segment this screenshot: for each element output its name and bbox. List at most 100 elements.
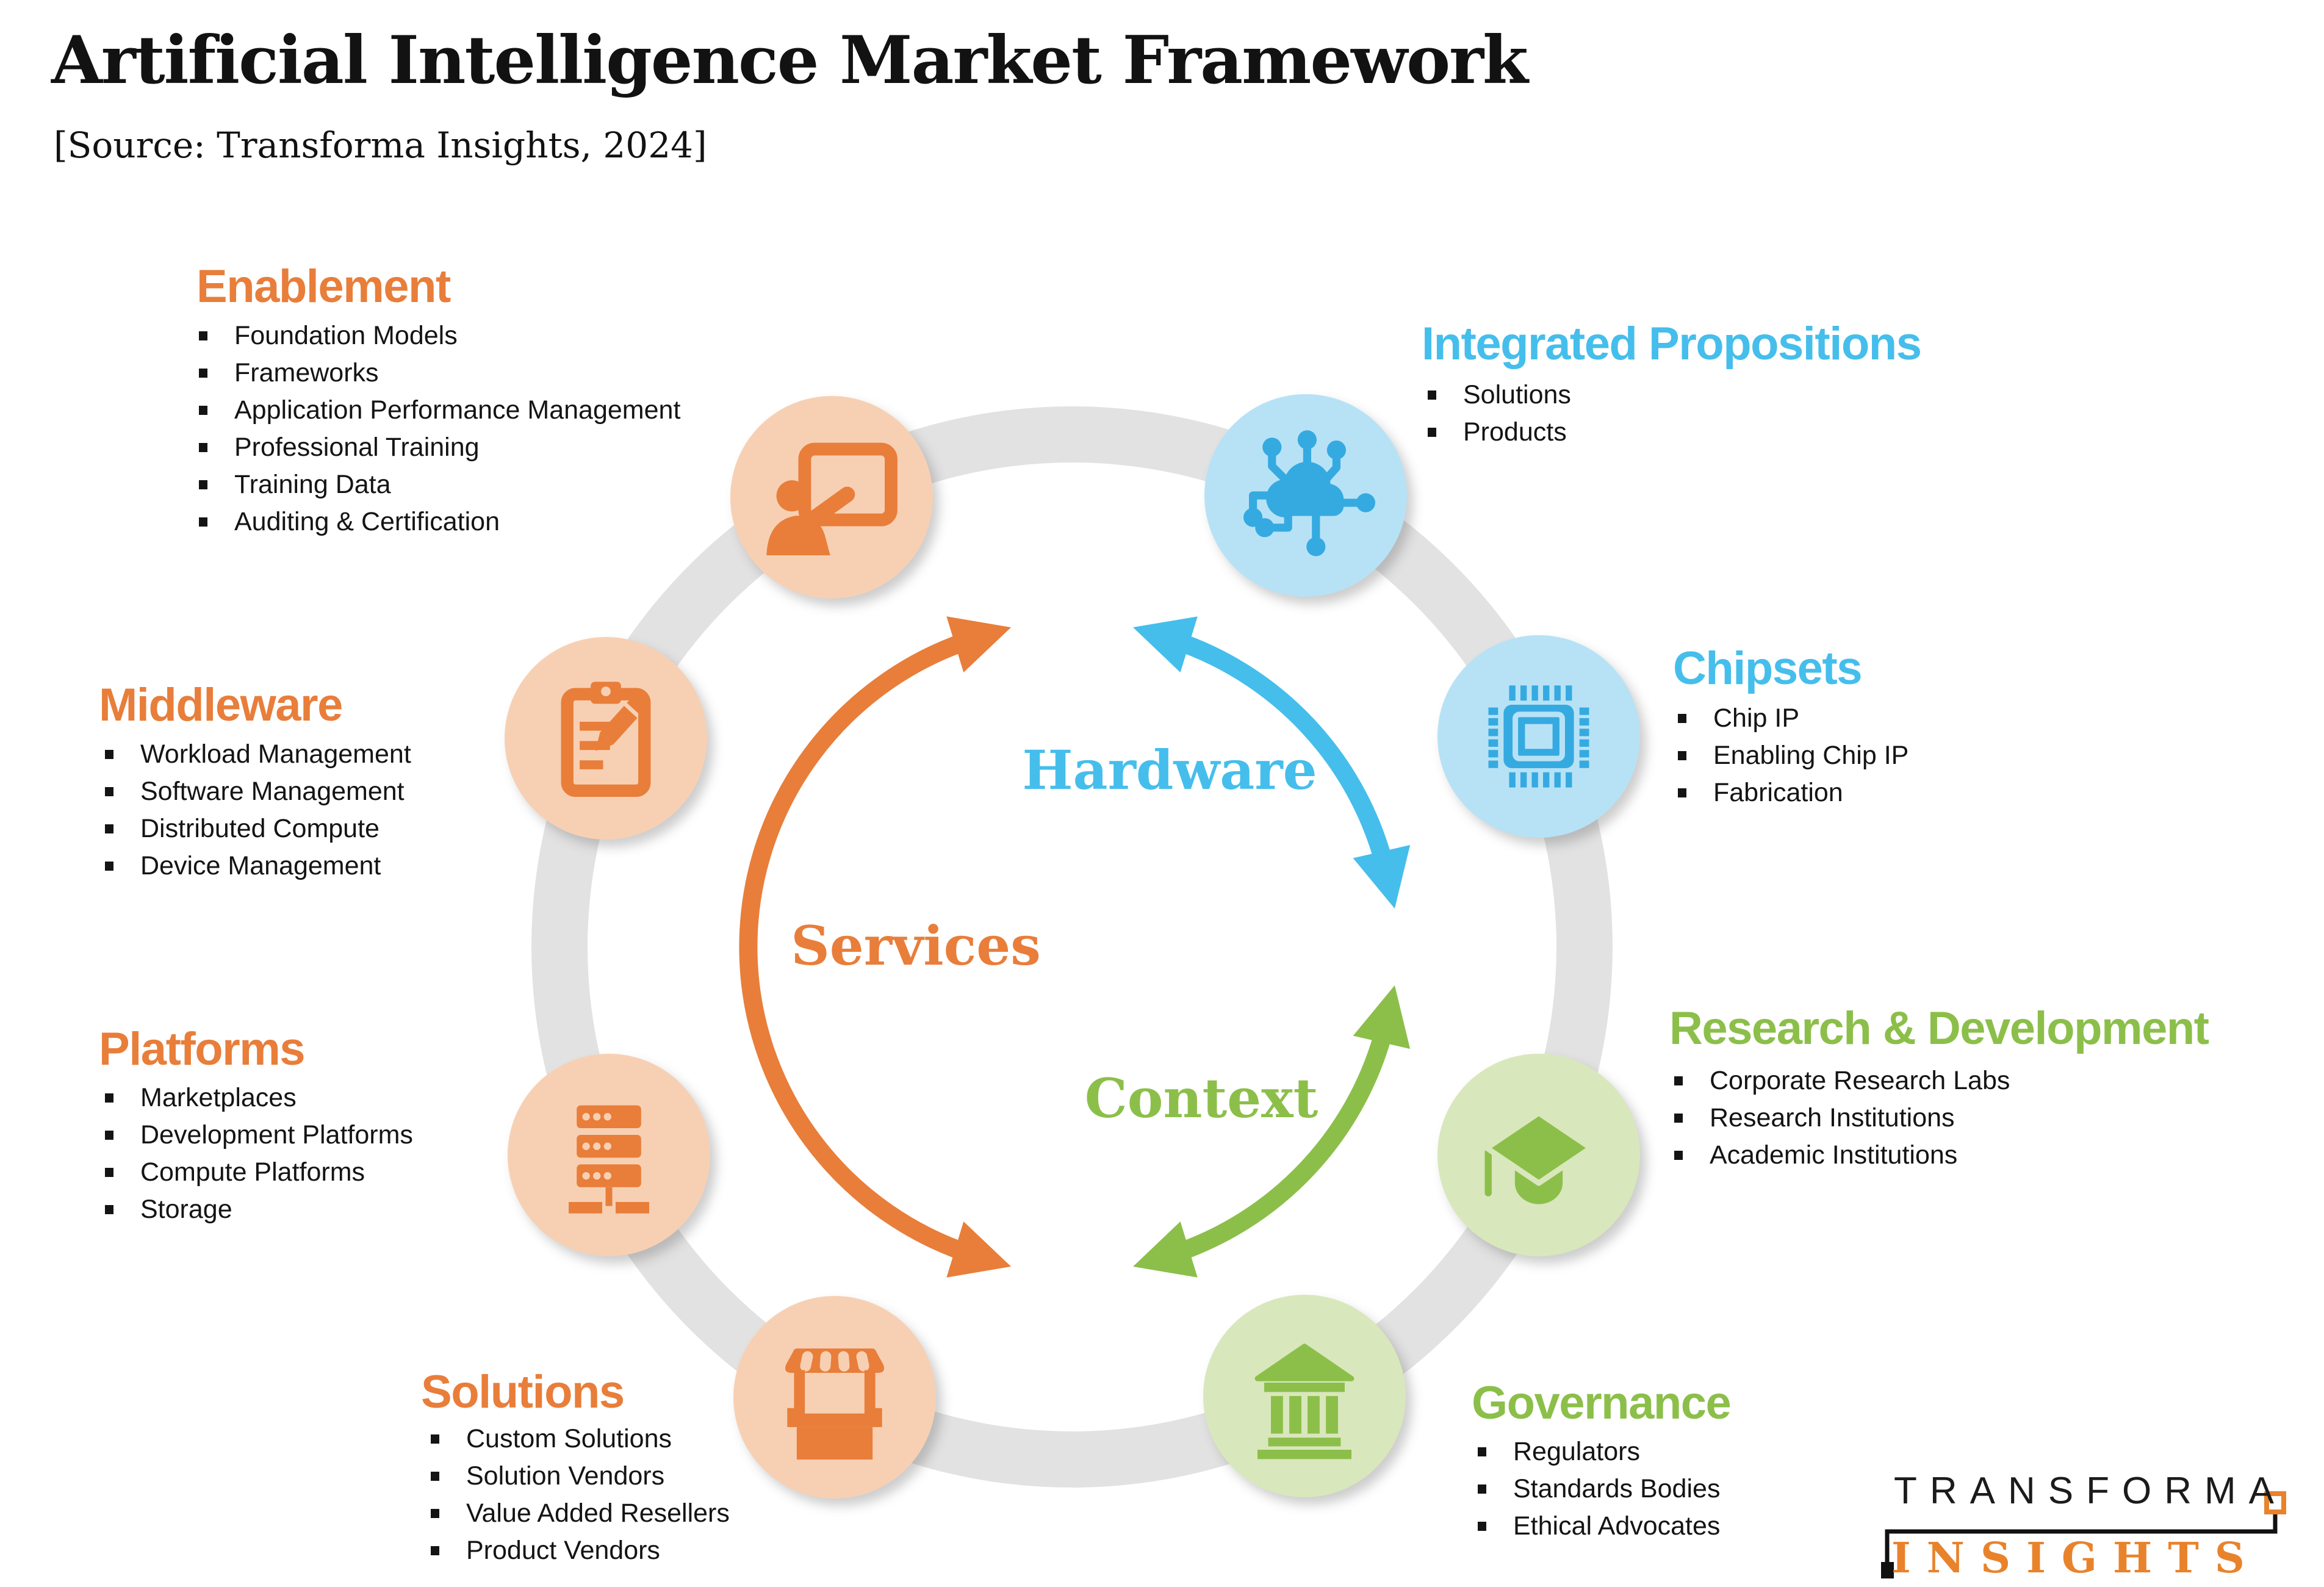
list-item-text: Academic Institutions bbox=[1710, 1140, 1958, 1170]
bullet-square-icon bbox=[1478, 1484, 1486, 1494]
bullet-square-icon bbox=[431, 1509, 439, 1518]
list-item-text: Enabling Chip IP bbox=[1713, 741, 1909, 770]
bullet-square-icon bbox=[1428, 428, 1436, 437]
list-item: Workload Management bbox=[105, 736, 411, 773]
bullet-square-icon bbox=[431, 1434, 439, 1444]
list-item: Solution Vendors bbox=[431, 1458, 730, 1495]
bullet-square-icon bbox=[199, 406, 207, 415]
list-item-text: Workload Management bbox=[140, 740, 411, 769]
section-title-platforms: Platforms bbox=[99, 1023, 306, 1075]
chipsets-node bbox=[1437, 635, 1640, 838]
bullet-square-icon bbox=[431, 1546, 439, 1555]
list-item: Research Institutions bbox=[1674, 1099, 2209, 1137]
list-item: Auditing & Certification bbox=[199, 503, 680, 541]
bullet-square-icon bbox=[105, 862, 113, 871]
list-item-text: Training Data bbox=[234, 470, 391, 499]
cloud-network-icon bbox=[1243, 430, 1375, 556]
market-stall-icon bbox=[785, 1348, 885, 1460]
chip-icon bbox=[1488, 685, 1589, 788]
list-item: Corporate Research Labs bbox=[1674, 1062, 2209, 1099]
bullet-square-icon bbox=[105, 1205, 113, 1214]
bullet-square-icon bbox=[1478, 1447, 1486, 1456]
bullet-square-icon bbox=[1678, 751, 1686, 760]
bullet-square-icon bbox=[1428, 390, 1436, 400]
section-title-solutions: Solutions bbox=[421, 1366, 625, 1418]
list-item: Ethical Advocates bbox=[1478, 1508, 1730, 1545]
list-item: Professional Training bbox=[199, 429, 680, 466]
bullet-square-icon bbox=[105, 1131, 113, 1140]
list-item-text: Regulators bbox=[1513, 1437, 1640, 1466]
list-item-text: Product Vendors bbox=[466, 1536, 660, 1565]
list-item-text: Storage bbox=[140, 1195, 232, 1224]
list-item-text: Products bbox=[1463, 417, 1567, 447]
list-item-text: Compute Platforms bbox=[140, 1157, 365, 1187]
logo-connector-line bbox=[1881, 1491, 2286, 1578]
list-item: Distributed Compute bbox=[105, 810, 411, 847]
list-item: Academic Institutions bbox=[1674, 1137, 2209, 1174]
graduation-cap-icon bbox=[1484, 1110, 1594, 1204]
bullet-square-icon bbox=[105, 750, 113, 759]
section-title-middleware: Middleware bbox=[99, 679, 343, 731]
list-item-text: Standards Bodies bbox=[1513, 1474, 1721, 1503]
list-item: Frameworks bbox=[199, 354, 680, 392]
bullet-square-icon bbox=[105, 1093, 113, 1103]
context-cycle-arrow bbox=[1132, 985, 1411, 1278]
section-title-research-development: Research & Development bbox=[1669, 1002, 2209, 1054]
list-item-text: Development Platforms bbox=[140, 1120, 413, 1150]
list-item-text: Solutions bbox=[1463, 380, 1571, 409]
list-item-text: Chip IP bbox=[1713, 704, 1800, 733]
list-item: Training Data bbox=[199, 466, 680, 503]
list-item: Device Management bbox=[105, 847, 411, 885]
bullet-square-icon bbox=[1678, 714, 1686, 723]
list-item: Software Management bbox=[105, 773, 411, 810]
section-title-enablement: Enablement bbox=[196, 261, 451, 312]
list-item-text: Fabrication bbox=[1713, 778, 1843, 807]
clipboard-pencil-icon bbox=[561, 682, 651, 797]
bullet-square-icon bbox=[199, 331, 207, 340]
section-research-development: Research & Development Corporate Researc… bbox=[1669, 1006, 2209, 1174]
list-item: Product Vendors bbox=[431, 1532, 730, 1569]
logo-insights-text: INSIGHTS bbox=[1891, 1534, 2261, 1583]
list-item-text: Device Management bbox=[140, 851, 381, 880]
list-item-text: Application Performance Management bbox=[234, 395, 681, 425]
cycle-ring bbox=[531, 406, 1613, 1488]
list-item: Custom Solutions bbox=[431, 1420, 730, 1458]
list-item-text: Frameworks bbox=[234, 358, 379, 387]
list-item: Compute Platforms bbox=[105, 1154, 413, 1191]
list-item-text: Solution Vendors bbox=[466, 1461, 665, 1491]
hardware-cycle-arrow bbox=[1132, 616, 1411, 909]
list-item-text: Ethical Advocates bbox=[1513, 1511, 1721, 1541]
bullet-square-icon bbox=[199, 443, 207, 452]
list-item-text: Auditing & Certification bbox=[234, 507, 500, 536]
bullet-square-icon bbox=[1674, 1076, 1683, 1085]
server-rack-icon bbox=[569, 1105, 649, 1214]
list-item: Products bbox=[1428, 414, 1921, 451]
source-line: [Source: Transforma Insights, 2024] bbox=[54, 124, 707, 166]
list-item: Application Performance Management bbox=[199, 392, 680, 429]
bullet-square-icon bbox=[105, 787, 113, 796]
list-item: Value Added Resellers bbox=[431, 1495, 730, 1532]
list-item: Enabling Chip IP bbox=[1678, 737, 1908, 774]
services-cycle-arrow bbox=[739, 616, 1012, 1278]
teacher-presentation-icon bbox=[766, 442, 898, 556]
list-item-text: Professional Training bbox=[234, 433, 480, 462]
bullet-square-icon bbox=[1674, 1151, 1683, 1160]
list-item-text: Custom Solutions bbox=[466, 1424, 672, 1453]
bullet-square-icon bbox=[1674, 1114, 1683, 1123]
list-item: Regulators bbox=[1478, 1433, 1730, 1470]
bank-building-icon bbox=[1254, 1344, 1354, 1459]
list-item: Storage bbox=[105, 1191, 413, 1228]
section-title-integrated-propositions: Integrated Propositions bbox=[1422, 318, 1922, 370]
platforms-node bbox=[508, 1054, 710, 1256]
list-item: Marketplaces bbox=[105, 1079, 413, 1117]
bullet-square-icon bbox=[105, 824, 113, 833]
